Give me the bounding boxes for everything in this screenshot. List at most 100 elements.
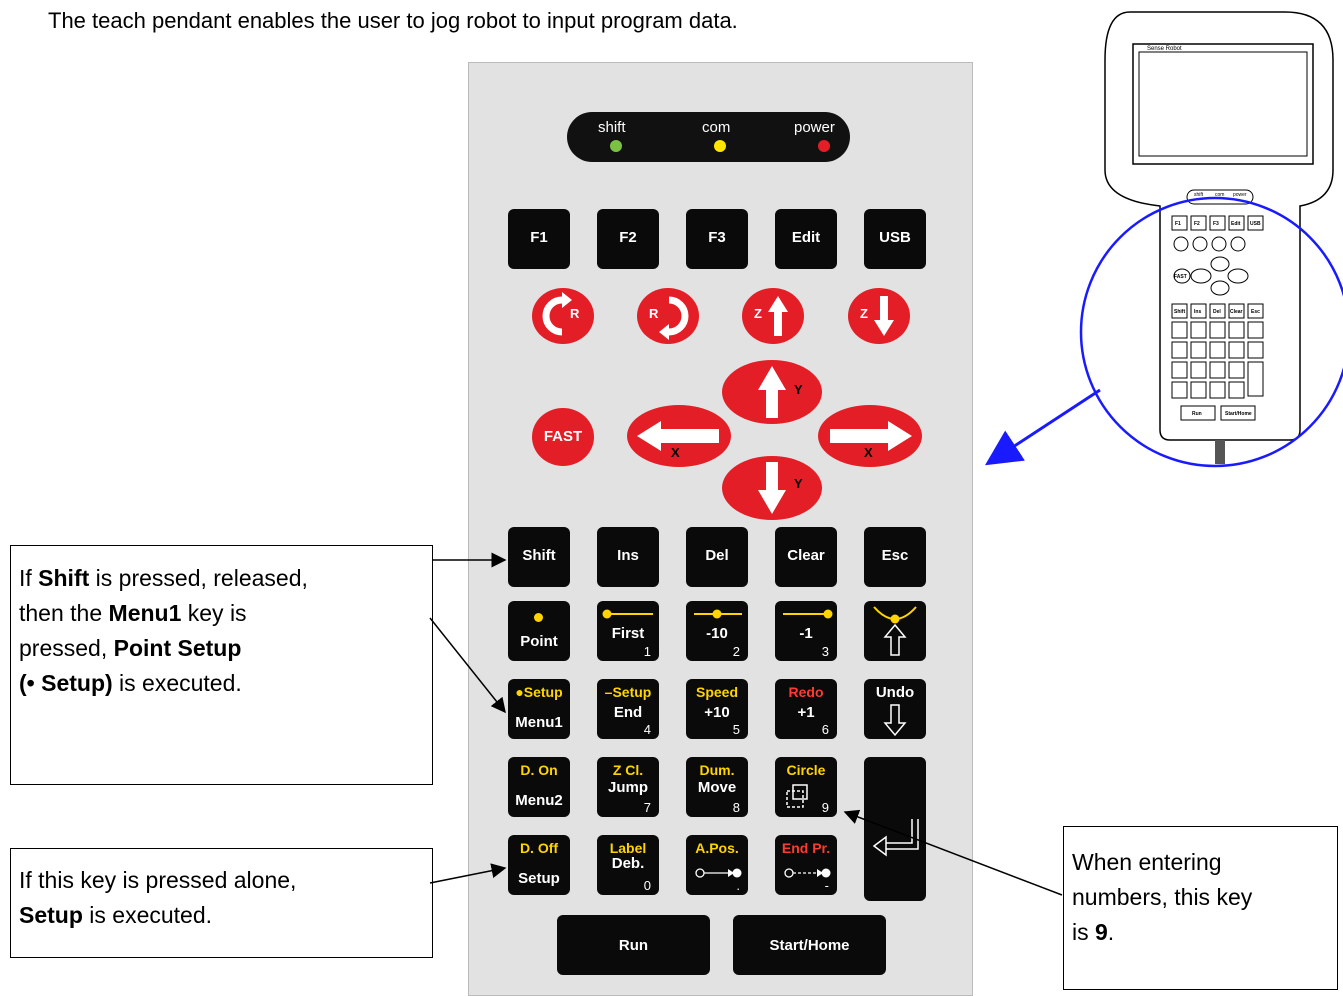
svg-text:FAST: FAST (1174, 274, 1187, 280)
menu2-top-label: D. On (520, 762, 558, 778)
enter-icon (872, 819, 919, 857)
jump-top-label: Z Cl. (612, 762, 644, 778)
setup-label: Setup (518, 870, 560, 887)
menu1-label: Menu1 (515, 714, 563, 731)
mid-point-icon (694, 609, 742, 619)
menu2-key[interactable]: D. On Menu2 (508, 757, 570, 817)
undo-key[interactable]: Undo (864, 679, 926, 739)
svg-text:com: com (1215, 192, 1224, 198)
point-key[interactable]: Point (508, 601, 570, 661)
arrow-right-icon (830, 421, 912, 451)
callout-setup: If this key is pressed alone, Setup is e… (10, 848, 433, 958)
start-home-key[interactable]: Start/Home (733, 915, 886, 975)
svg-text:Ins: Ins (1194, 309, 1201, 315)
fast-label: FAST (543, 428, 583, 445)
minus10-key[interactable]: -10 2 (686, 601, 748, 661)
intro-text: The teach pendant enables the user to jo… (48, 8, 738, 33)
y-plus-key[interactable]: Y (722, 360, 822, 424)
plus10-label: +10 (704, 704, 730, 721)
edit-key[interactable]: Edit (775, 209, 837, 269)
edit-label: Edit (791, 229, 821, 246)
apos-num: . (736, 878, 740, 893)
rotate-cw-key[interactable]: R (637, 288, 699, 344)
led-power-label: power (794, 119, 835, 136)
z-up-label: Z (754, 306, 762, 321)
arrow-left-icon (637, 421, 719, 451)
rotate-ccw-key[interactable]: R (532, 288, 594, 344)
svg-text:Shift: Shift (1174, 309, 1185, 315)
minus1-key[interactable]: -1 3 (775, 601, 837, 661)
callout-shift: If Shift is pressed, released, then the … (10, 545, 433, 785)
shift-key[interactable]: Shift (508, 527, 570, 587)
end-top-label: –Setup (604, 684, 652, 700)
f3-key[interactable]: F3 (686, 209, 748, 269)
move-num: 8 (732, 800, 740, 815)
fast-key[interactable]: FAST (532, 408, 594, 466)
svg-text:Edit: Edit (1231, 221, 1241, 227)
esc-key[interactable]: Esc (864, 527, 926, 587)
f3-label: F3 (708, 229, 726, 246)
callout-line: Setup is executed. (19, 902, 213, 928)
endpr-key[interactable]: End Pr. - (775, 835, 837, 895)
minus10-label: -10 (706, 625, 728, 642)
x-minus-key[interactable]: X (627, 405, 731, 467)
first-num: 1 (643, 644, 651, 659)
jump-key[interactable]: Z Cl. Jump 7 (597, 757, 659, 817)
led-bar: shift com power (567, 112, 850, 162)
move-key[interactable]: Dum. Move 8 (686, 757, 748, 817)
callout-line: then the Menu1 key is (19, 600, 247, 626)
f1-key[interactable]: F1 (508, 209, 570, 269)
ins-key[interactable]: Ins (597, 527, 659, 587)
menu1-key[interactable]: ●Setup Menu1 (508, 679, 570, 739)
f1-label: F1 (530, 229, 548, 246)
run-label: Run (618, 937, 649, 954)
deb-top-label: Label (609, 840, 647, 856)
callout-line: If this key is pressed alone, (19, 867, 297, 893)
y-minus-key[interactable]: Y (722, 456, 822, 520)
circle-select-icon (786, 784, 808, 808)
rotate-ccw-icon (542, 292, 572, 336)
endpr-top-label: End Pr. (781, 840, 831, 856)
f2-key[interactable]: F2 (597, 209, 659, 269)
svg-text:F3: F3 (1213, 221, 1219, 227)
z-down-key[interactable]: Z (848, 288, 910, 344)
shift-label: Shift (522, 547, 556, 564)
apos-key[interactable]: A.Pos. . (686, 835, 748, 895)
rotate-ccw-label: R (570, 306, 580, 321)
rotate-cw-icon (659, 296, 689, 340)
end-key[interactable]: –Setup End 4 (597, 679, 659, 739)
first-label: First (611, 625, 645, 642)
first-key[interactable]: First 1 (597, 601, 659, 661)
move-label: Move (697, 779, 737, 796)
plus1-key[interactable]: Redo +1 6 (775, 679, 837, 739)
apos-top-label: A.Pos. (695, 840, 739, 856)
del-key[interactable]: Del (686, 527, 748, 587)
x-plus-key[interactable]: X (818, 405, 922, 467)
y-minus-label: Y (794, 476, 803, 491)
circle-key[interactable]: Circle 9 (775, 757, 837, 817)
setup-top-label: D. Off (519, 840, 559, 856)
setup-key[interactable]: D. Off Setup (508, 835, 570, 895)
point-dot-icon (534, 613, 543, 622)
z-up-key[interactable]: Z (742, 288, 804, 344)
minus1-num: 3 (821, 644, 829, 659)
down-hollow-arrow-icon (883, 704, 907, 737)
end-label: End (613, 704, 643, 721)
plus10-key[interactable]: Speed +10 5 (686, 679, 748, 739)
menu1-top-label: ●Setup (515, 684, 563, 700)
svg-text:F2: F2 (1194, 221, 1200, 227)
deb-key[interactable]: Label Deb. 0 (597, 835, 659, 895)
usb-key[interactable]: USB (864, 209, 926, 269)
menu2-label: Menu2 (515, 792, 563, 809)
jump-num: 7 (643, 800, 651, 815)
up-key[interactable] (864, 601, 926, 661)
enter-key[interactable] (864, 757, 926, 901)
plus10-num: 5 (732, 722, 740, 737)
usb-label: USB (879, 229, 911, 246)
clear-key[interactable]: Clear (775, 527, 837, 587)
run-key[interactable]: Run (557, 915, 710, 975)
callout-line: numbers, this key (1072, 884, 1253, 910)
svg-text:shift: shift (1194, 192, 1204, 198)
minus10-num: 2 (732, 644, 740, 659)
